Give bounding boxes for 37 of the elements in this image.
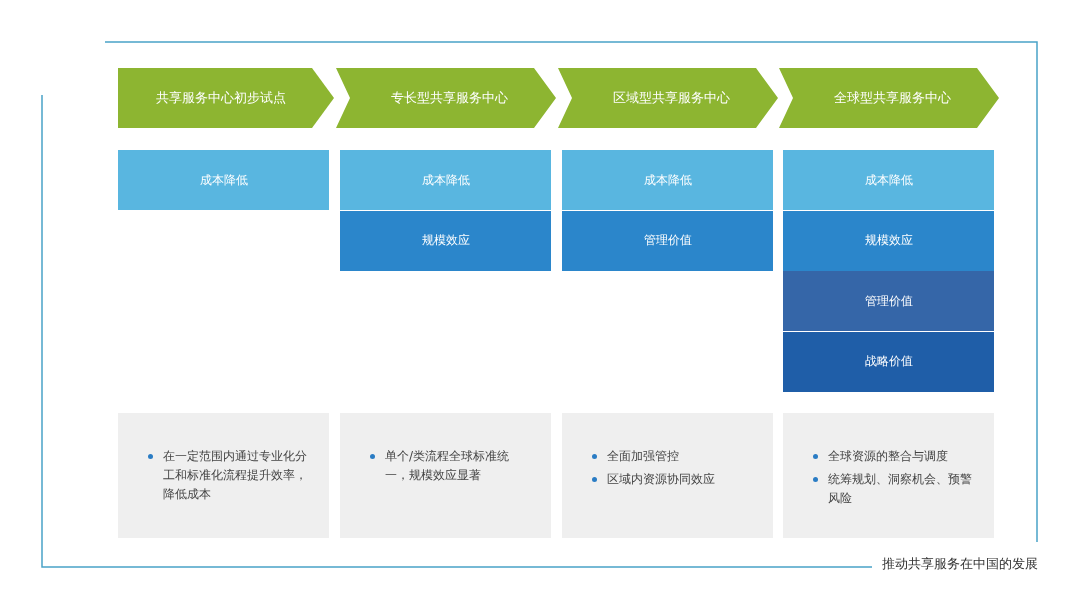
value-label: 成本降低: [421, 171, 470, 189]
caption: 推动共享服务在中国的发展: [882, 555, 1038, 573]
stage-label: 专长型共享服务中心: [390, 89, 508, 107]
stage-banner: [558, 68, 778, 128]
value-block: [783, 210, 994, 271]
value-block: [562, 150, 773, 210]
value-label: 管理价值: [864, 292, 913, 310]
bullet-text: 单个/类流程全球标准统一，规模效应显著: [385, 448, 511, 484]
stage-label: 全球型共享服务中心: [833, 89, 951, 107]
bullet-text: 全球资源的整合与调度: [828, 448, 948, 465]
description-card: [562, 413, 773, 538]
description-card: [783, 413, 994, 538]
description-card: [118, 413, 329, 538]
value-block: [783, 271, 994, 331]
value-label: 战略价值: [864, 353, 913, 370]
bullet-text: 区域内资源协同效应: [607, 471, 715, 488]
value-label: 管理价值: [643, 232, 692, 249]
value-label: 成本降低: [199, 171, 248, 189]
bullet-text: 统筹规划、洞察机会、预警风险: [828, 471, 972, 507]
value-block: [783, 331, 994, 392]
value-block: [562, 210, 773, 271]
value-label: 规模效应: [864, 232, 913, 249]
stage-banner: [336, 68, 556, 128]
value-block: [340, 150, 551, 210]
stage-label: 共享服务中心初步试点: [156, 89, 286, 107]
value-block: [118, 150, 329, 210]
stage-label: 区域型共享服务中心: [612, 89, 730, 107]
value-block: [783, 150, 994, 210]
bullet-text: 在一定范围内通过专业化分工和标准化流程提升效率，降低成本: [163, 448, 307, 503]
value-label: 成本降低: [643, 171, 692, 189]
stage-banner: [779, 68, 999, 128]
description-card: [340, 413, 551, 538]
stage-banner: [118, 68, 334, 128]
value-label: 成本降低: [864, 171, 913, 189]
bullet-text: 全面加强管控: [607, 448, 679, 465]
value-label: 规模效应: [421, 232, 470, 249]
value-block: [340, 210, 551, 271]
